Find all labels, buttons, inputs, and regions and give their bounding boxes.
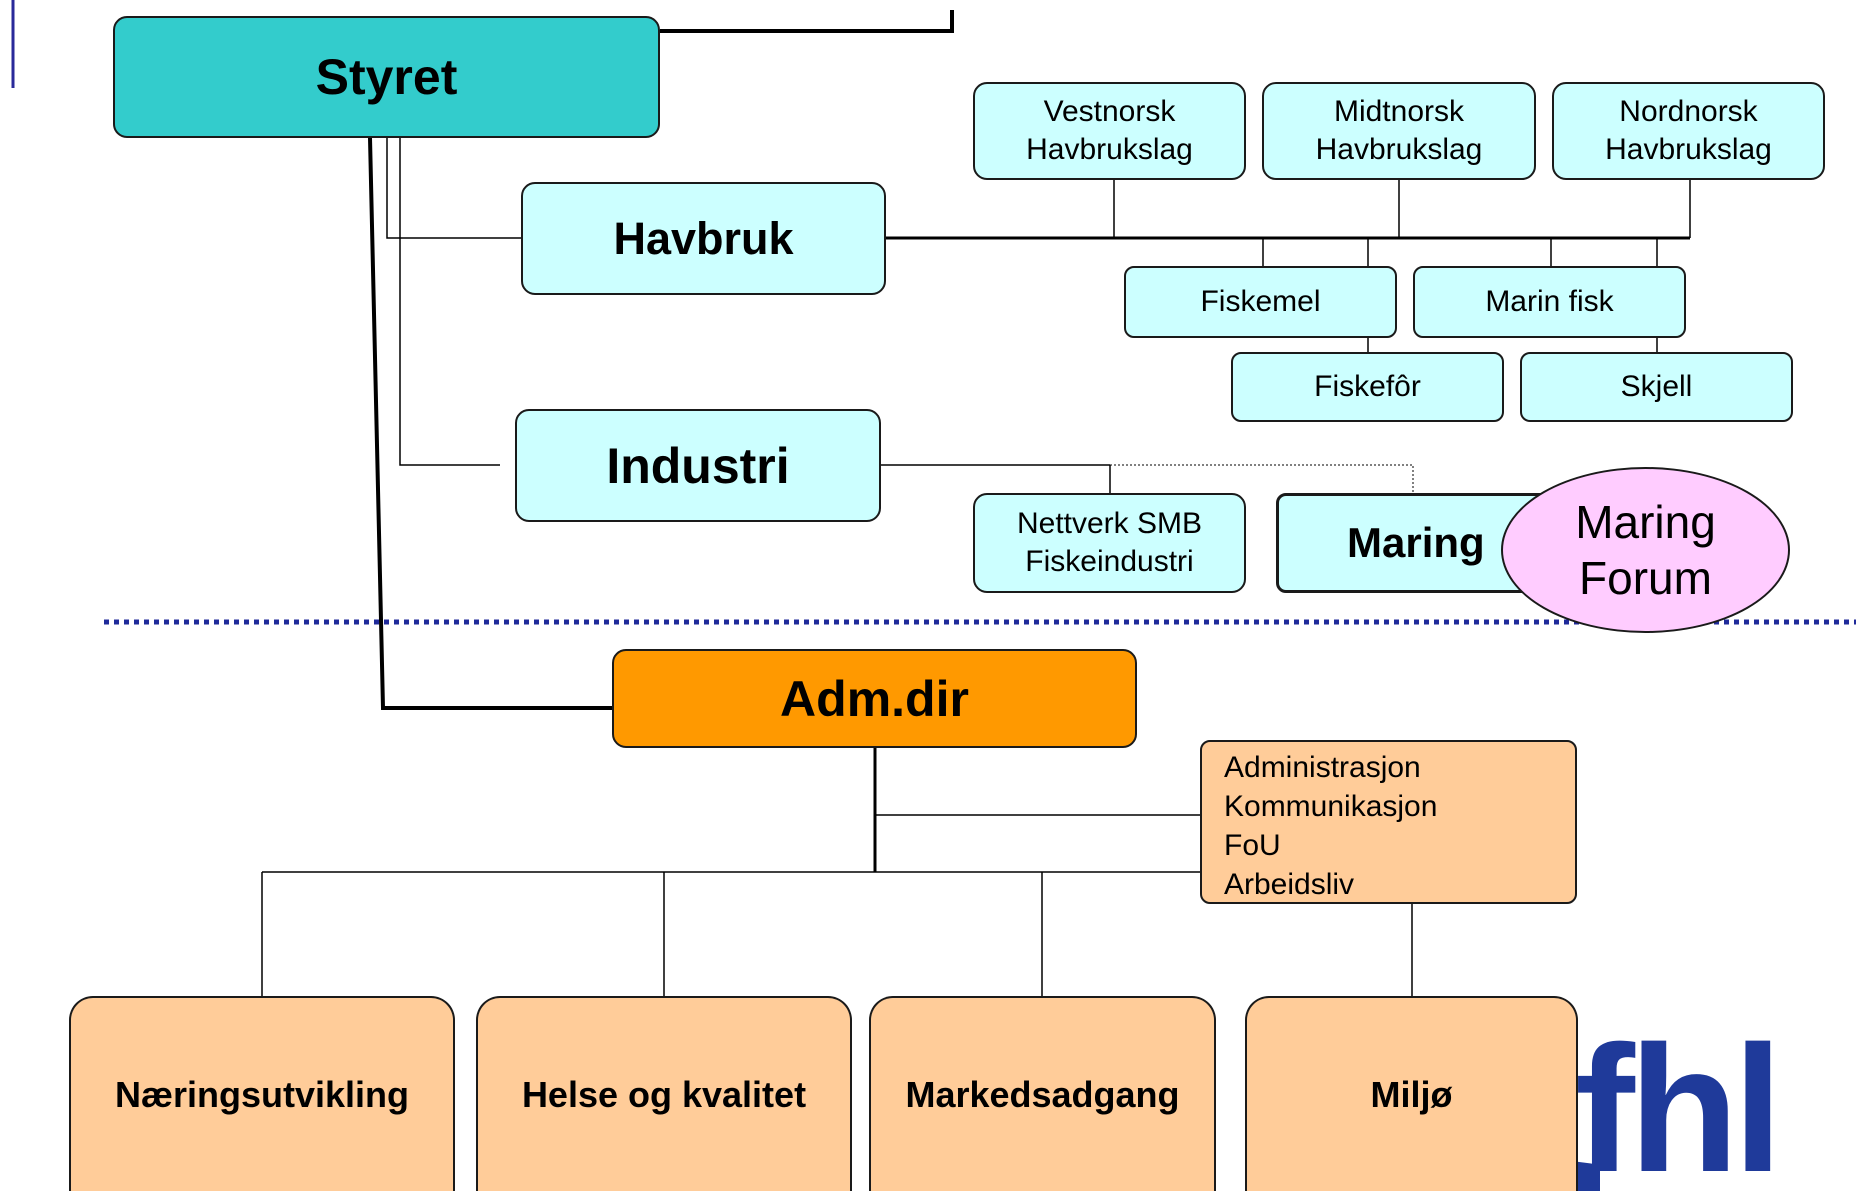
group-marin-fisk: Marin fisk xyxy=(1413,266,1686,338)
havbruk-label: Havbruk xyxy=(613,212,794,264)
maring-label: Maring xyxy=(1347,519,1485,566)
department-helse-kvalitet: Helse og kvalitet xyxy=(476,996,852,1191)
department-label: Markedsadgang xyxy=(905,1073,1180,1115)
industri-label: Industri xyxy=(606,437,790,494)
staff-item: Kommunikasjon xyxy=(1224,790,1438,823)
staff-item: Administrasjon xyxy=(1224,751,1421,784)
havbruk-box: Havbruk xyxy=(521,182,886,295)
staff-item: Arbeidsliv xyxy=(1224,868,1355,901)
department-markedsadgang: Markedsadgang xyxy=(869,996,1216,1191)
department-label: Miljø xyxy=(1370,1073,1453,1115)
association-nordnorsk: Nordnorsk Havbrukslag xyxy=(1552,82,1825,180)
ceo-label: Adm.dir xyxy=(780,670,969,727)
board-box: Styret xyxy=(113,16,660,138)
group-label: Skjell xyxy=(1620,370,1693,403)
association-label: Vestnorsk Havbrukslag xyxy=(1026,95,1193,166)
network-smb-box: Nettverk SMB Fiskeindustri xyxy=(973,493,1246,593)
department-label: Helse og kvalitet xyxy=(521,1073,807,1115)
group-label: Fiskemel xyxy=(1200,285,1321,318)
board-label: Styret xyxy=(315,49,458,105)
association-label: Nordnorsk Havbrukslag xyxy=(1605,95,1772,166)
industri-box: Industri xyxy=(515,409,881,522)
staff-item: FoU xyxy=(1224,829,1281,862)
logo-text: fhl xyxy=(1575,1040,1783,1191)
group-fiskemel: Fiskemel xyxy=(1124,266,1397,338)
department-naeringsutvikling: Næringsutvikling xyxy=(69,996,455,1191)
association-vestnorsk: Vestnorsk Havbrukslag xyxy=(973,82,1246,180)
association-label: Midtnorsk Havbrukslag xyxy=(1315,95,1483,166)
maring-forum-label: Maring Forum xyxy=(1575,496,1716,604)
group-fiskefor: Fiskefôr xyxy=(1231,352,1504,422)
staff-functions-box: Administrasjon Kommunikasjon FoU Arbeids… xyxy=(1200,740,1577,904)
group-label: Marin fisk xyxy=(1485,285,1614,318)
maring-forum-ellipse: Maring Forum xyxy=(1501,467,1790,633)
network-label: Nettverk SMB Fiskeindustri xyxy=(1016,507,1203,578)
department-miljo: Miljø xyxy=(1245,996,1578,1191)
department-label: Næringsutvikling xyxy=(114,1073,410,1115)
group-label: Fiskefôr xyxy=(1314,370,1421,403)
association-midtnorsk: Midtnorsk Havbrukslag xyxy=(1262,82,1536,180)
ceo-box: Adm.dir xyxy=(612,649,1137,748)
group-skjell: Skjell xyxy=(1520,352,1793,422)
